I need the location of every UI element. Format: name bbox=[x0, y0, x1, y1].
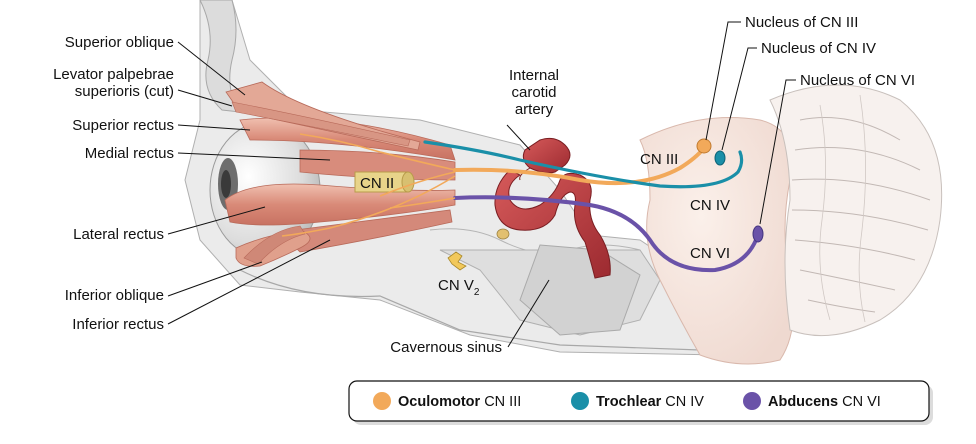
legend-swatch-abducens bbox=[743, 392, 761, 410]
legend-swatch-trochlear bbox=[571, 392, 589, 410]
cn-v2-branch bbox=[447, 251, 467, 271]
legend: Oculomotor CN III Trochlear CN IV Abduce… bbox=[348, 380, 933, 425]
label-levator-2: superioris (cut) bbox=[75, 83, 174, 100]
trochlear-nerve bbox=[423, 140, 744, 189]
label-levator-1: Levator palpebrae bbox=[53, 66, 174, 83]
abducens-nerve bbox=[453, 195, 758, 273]
legend-trochlear: Trochlear CN IV bbox=[596, 394, 704, 410]
oculomotor-orbit-branches bbox=[281, 133, 456, 237]
inferior-rectus-muscle bbox=[279, 209, 453, 253]
label-lateral-rectus: Lateral rectus bbox=[73, 226, 164, 243]
label-nucleus-cn-iii: Nucleus of CN III bbox=[745, 14, 858, 31]
cavernous-nerve-cluster bbox=[496, 228, 510, 240]
label-carotid-1: Internal bbox=[509, 67, 559, 84]
nuclei bbox=[696, 138, 764, 243]
label-cn-vi: CN VI bbox=[690, 245, 730, 262]
nerve-paths bbox=[281, 133, 758, 273]
label-cavernous-sinus: Cavernous sinus bbox=[390, 339, 502, 356]
label-carotid-2: carotid bbox=[511, 84, 556, 101]
label-superior-rectus: Superior rectus bbox=[72, 117, 174, 134]
nucleus-cn-iv-dot bbox=[714, 150, 726, 166]
label-cn-iv: CN IV bbox=[690, 197, 730, 214]
label-inferior-rectus: Inferior rectus bbox=[72, 316, 164, 333]
medial-rectus-muscle bbox=[299, 149, 456, 181]
brainstem bbox=[639, 117, 794, 365]
label-cn-iii: CN III bbox=[640, 151, 678, 168]
cerebellum bbox=[769, 84, 943, 337]
label-inferior-oblique: Inferior oblique bbox=[65, 287, 164, 304]
label-superior-oblique: Superior oblique bbox=[65, 34, 174, 51]
label-medial-rectus: Medial rectus bbox=[85, 145, 174, 162]
label-nucleus-cn-iv: Nucleus of CN IV bbox=[761, 40, 876, 57]
labels: Superior oblique Levator palpebrae super… bbox=[53, 14, 915, 356]
legend-swatch-oculomotor bbox=[373, 392, 391, 410]
extraocular-muscles bbox=[224, 81, 456, 267]
nucleus-cn-vi-dot bbox=[752, 225, 764, 243]
optic-nerve bbox=[354, 171, 415, 193]
leader-lines bbox=[167, 21, 796, 348]
label-cn-v2: CN V2 bbox=[438, 277, 480, 298]
levator-muscle bbox=[231, 101, 411, 147]
legend-oculomotor: Oculomotor CN III bbox=[398, 394, 521, 410]
label-carotid-3: artery bbox=[515, 101, 554, 118]
legend-abducens: Abducens CN VI bbox=[768, 394, 881, 410]
label-nucleus-cn-vi: Nucleus of CN VI bbox=[800, 72, 915, 89]
label-cn-ii: CN II bbox=[360, 175, 394, 192]
nucleus-cn-iii-dot bbox=[696, 138, 712, 154]
oculomotor-nerve bbox=[453, 146, 706, 186]
